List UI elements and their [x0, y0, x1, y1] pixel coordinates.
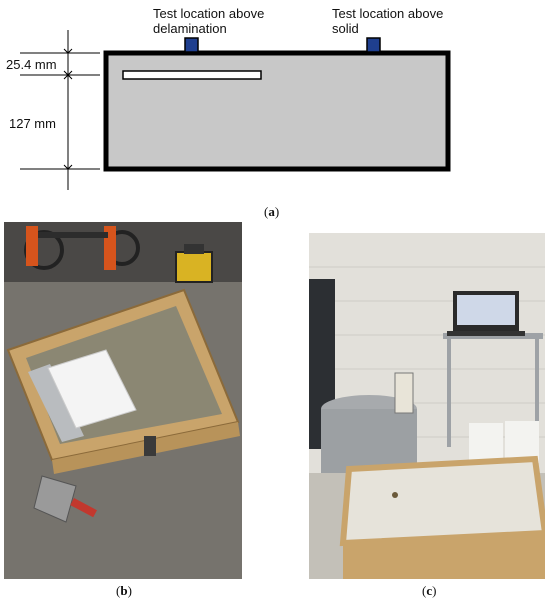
trowel-handle	[70, 497, 97, 518]
dim-bottom-arrow	[63, 164, 73, 170]
hammer	[144, 436, 156, 456]
panel-a-diagram	[20, 30, 451, 190]
photo-c	[309, 233, 545, 579]
caption-c-open: (	[422, 583, 427, 598]
label-solid-line2: solid	[332, 21, 359, 36]
laptop-display	[457, 295, 515, 325]
photo-b	[4, 222, 242, 579]
dim-label-top: 25.4 mm	[6, 57, 57, 72]
caption-b: (b)	[116, 583, 132, 599]
instrument	[394, 372, 414, 414]
foil-patch	[28, 364, 84, 442]
equipment-yellow	[175, 244, 213, 283]
caption-a-letter: a	[268, 204, 275, 219]
caption-a-close: )	[274, 204, 280, 219]
caption-a-open: (	[264, 204, 269, 219]
paper-sheet	[47, 349, 137, 429]
dim-mid-arrow	[63, 70, 73, 76]
caption-a: (a)	[264, 204, 279, 220]
caption-b-close: )	[127, 583, 132, 598]
box-front-c	[343, 533, 545, 579]
panel-a: Test location above delamination Test lo…	[0, 0, 550, 225]
sensor-post	[392, 492, 398, 498]
caption-c-letter: c	[426, 583, 433, 598]
laptop-base	[447, 331, 525, 336]
photo-c-image	[309, 233, 545, 579]
caption-c-close: )	[432, 583, 437, 598]
dim-top-arrow-upper	[63, 48, 73, 54]
label-solid-line1: Test location above	[332, 6, 444, 21]
delamination-void	[122, 70, 262, 80]
concrete-top	[339, 455, 545, 547]
sensor-delamination	[184, 37, 199, 53]
photo-b-image	[4, 222, 242, 579]
caption-b-letter: b	[120, 583, 128, 598]
label-delamination-line1: Test location above	[153, 6, 265, 21]
caption-b-open: (	[116, 583, 121, 598]
sensor-solid	[366, 37, 381, 53]
white-bucket	[469, 423, 503, 463]
equipment-wheels	[24, 226, 140, 270]
dim-label-bottom: 127 mm	[9, 116, 56, 131]
trowel-blade	[33, 475, 77, 523]
caption-c: (c)	[422, 583, 436, 599]
label-delamination-line2: delamination	[153, 21, 227, 36]
